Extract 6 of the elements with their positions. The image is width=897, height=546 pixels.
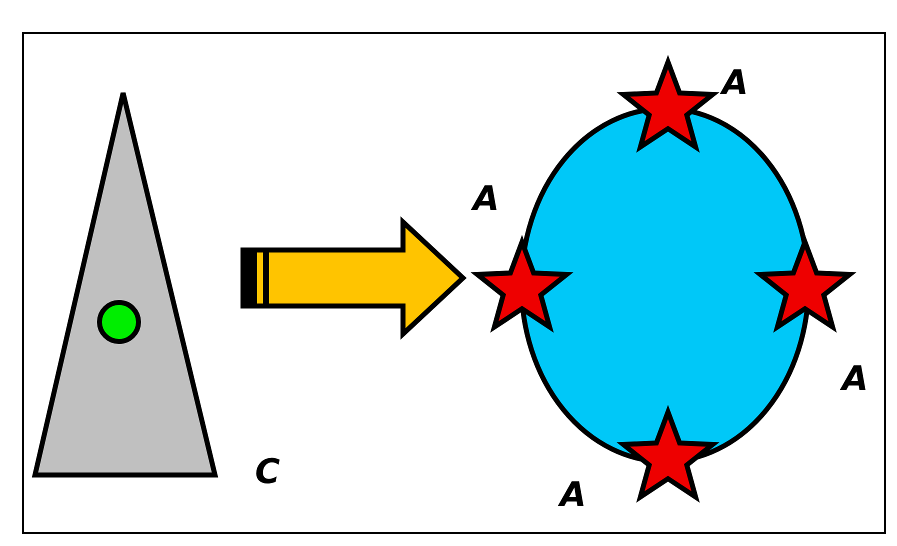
letter-label: A: [473, 182, 500, 216]
block-arrow: [240, 216, 467, 340]
letter-label: A: [560, 478, 586, 512]
letter-label: A: [842, 362, 868, 396]
letter-label: A: [722, 66, 748, 100]
letter-label: C: [255, 455, 280, 489]
